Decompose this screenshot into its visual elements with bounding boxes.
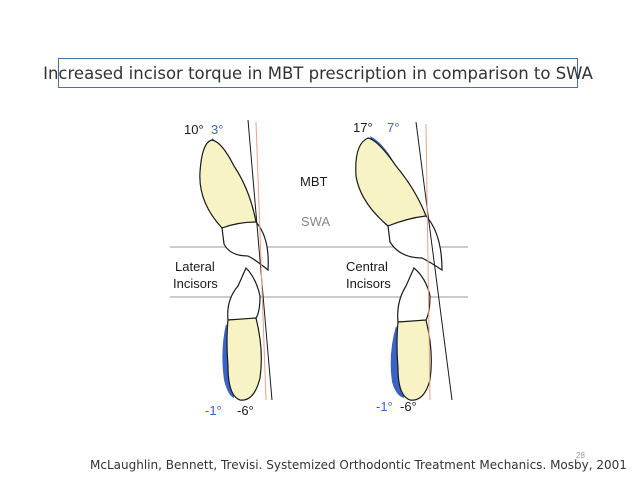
lateral-lower-mbt-angle: -6°: [237, 403, 254, 418]
lateral-label-line1: Lateral: [175, 259, 215, 274]
central-lower-mbt-angle: -6°: [400, 399, 417, 414]
lateral-swa-line: [255, 121, 267, 401]
central-lower-bracket: [397, 267, 431, 323]
central-mbt-line: [415, 121, 453, 401]
central-upper-bracket: [387, 215, 443, 272]
central-lower-crown: [396, 319, 432, 401]
page-number: 28: [576, 451, 585, 460]
lateral-lower-bracket: [227, 266, 261, 321]
lateral-lower-crown: [226, 317, 262, 401]
title-box: Increased incisor torque in MBT prescrip…: [43, 58, 593, 88]
central-lower-swa-angle: -1°: [376, 399, 393, 414]
central-upper-mbt-angle: 17°: [353, 120, 373, 135]
lateral-upper-bracket: [221, 221, 269, 272]
legend-swa: SWA: [301, 214, 330, 229]
central-upper-swa-angle: 7°: [387, 120, 399, 135]
lateral-upper-swa-angle: 3°: [211, 122, 223, 137]
central-label-line2: Incisors: [346, 276, 391, 291]
central-incisors-group: [355, 121, 453, 401]
citation: McLaughlin, Bennett, Trevisi. Systemized…: [90, 458, 627, 472]
lateral-lower-swa-angle: -1°: [205, 403, 222, 418]
lateral-upper-mbt-angle: 10°: [184, 122, 204, 137]
lateral-label-line2: Incisors: [173, 276, 218, 291]
incisor-torque-diagram: 10° 3° 17° 7° MBT SWA Lateral Incisors C…: [170, 119, 468, 418]
central-upper-crown: [355, 137, 427, 227]
central-swa-line: [425, 123, 431, 401]
slide-title: Increased incisor torque in MBT prescrip…: [43, 63, 593, 83]
lateral-upper-crown: [199, 139, 257, 229]
central-label-line1: Central: [346, 259, 388, 274]
legend-mbt: MBT: [300, 174, 328, 189]
lateral-mbt-line: [247, 119, 273, 401]
lateral-incisors-group: [199, 119, 273, 401]
